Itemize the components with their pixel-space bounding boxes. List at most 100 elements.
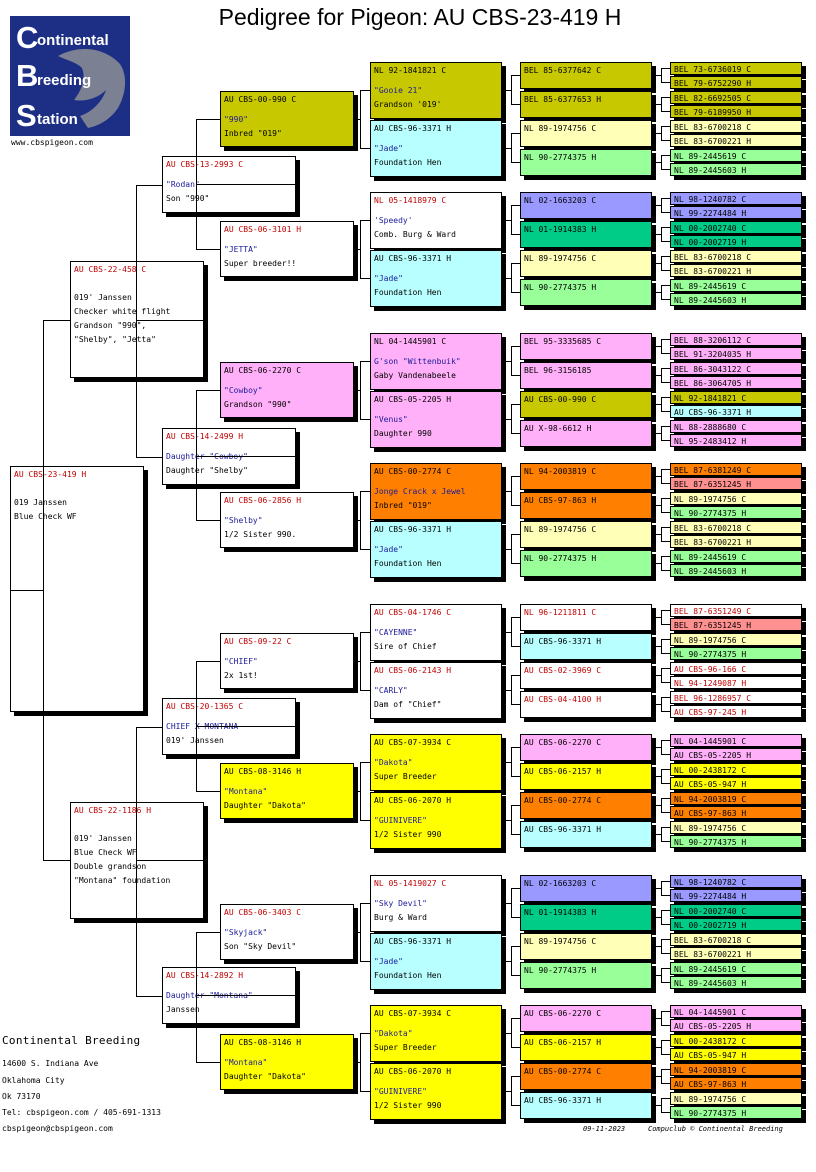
pigeon-card-gen5[interactable]: AU CBS-96-3371 H bbox=[520, 1092, 652, 1119]
pigeon-card-gen6[interactable]: AU CBS-05-2205 H bbox=[670, 748, 802, 761]
pigeon-card-gen6[interactable]: NL 04-1445901 C bbox=[670, 1005, 802, 1018]
pigeon-card-gen6[interactable]: NL 89-2445619 C bbox=[670, 149, 802, 162]
pigeon-card-gen3[interactable]: AU CBS-08-3146 H"Montana"Daughter "Dakot… bbox=[220, 1034, 354, 1090]
pigeon-card-gen6[interactable]: NL 00-2438172 C bbox=[670, 763, 802, 776]
pigeon-card-gen6[interactable]: NL 89-1974756 C bbox=[670, 492, 802, 505]
pigeon-card-gen6[interactable]: AU CBS-97-245 H bbox=[670, 705, 802, 718]
pigeon-card-gen6[interactable]: AU CBS-96-166 C bbox=[670, 662, 802, 675]
pigeon-card-gen6[interactable]: BEL 88-3206112 C bbox=[670, 333, 802, 346]
pigeon-card-gen6[interactable]: NL 98-1240782 C bbox=[670, 192, 802, 205]
pigeon-card-gen5[interactable]: BEL 85-6377653 H bbox=[520, 91, 652, 118]
pigeon-card-gen6[interactable]: BEL 83-6700218 C bbox=[670, 933, 802, 946]
pigeon-card-gen6[interactable]: AU CBS-97-863 H bbox=[670, 806, 802, 819]
pigeon-card-gen5[interactable]: NL 89-1974756 C bbox=[520, 521, 652, 548]
pigeon-card-gen5[interactable]: AU CBS-06-2157 H bbox=[520, 1034, 652, 1061]
pigeon-card-gen6[interactable]: NL 99-2274484 H bbox=[670, 889, 802, 902]
pigeon-card-gen5[interactable]: NL 90-2774375 H bbox=[520, 962, 652, 989]
pigeon-card-gen6[interactable]: NL 89-2445603 H bbox=[670, 976, 802, 989]
pigeon-card-gen6[interactable]: NL 89-2445603 H bbox=[670, 564, 802, 577]
website-link[interactable]: www.cbspigeon.com bbox=[11, 138, 93, 147]
pigeon-card-gen6[interactable]: BEL 83-6700221 H bbox=[670, 134, 802, 147]
pigeon-card-gen6[interactable]: NL 94-1249087 H bbox=[670, 676, 802, 689]
pigeon-card-gen5[interactable]: NL 94-2003819 C bbox=[520, 463, 652, 490]
pigeon-card-gen6[interactable]: NL 89-2445603 H bbox=[670, 293, 802, 306]
pigeon-card-gen6[interactable]: NL 89-1974756 C bbox=[670, 821, 802, 834]
pigeon-card-gen5[interactable]: NL 90-2774375 H bbox=[520, 149, 652, 176]
pigeon-card-gen6[interactable]: BEL 73-6736019 C bbox=[670, 62, 802, 75]
pigeon-card-gen6[interactable]: BEL 79-6752290 H bbox=[670, 76, 802, 89]
pigeon-card-gen5[interactable]: AU CBS-04-4100 H bbox=[520, 691, 652, 718]
pigeon-card-gen5[interactable]: AU CBS-97-863 H bbox=[520, 492, 652, 519]
pigeon-card-gen5[interactable]: NL 01-1914383 H bbox=[520, 904, 652, 931]
pigeon-card-gen5[interactable]: NL 96-1211811 C bbox=[520, 604, 652, 631]
pigeon-card-gen5[interactable]: AU CBS-06-2270 C bbox=[520, 734, 652, 761]
pigeon-card-gen4[interactable]: NL 92-1841821 C"Gooie 21"Grandson '019' bbox=[370, 62, 502, 119]
pigeon-card-gen6[interactable]: BEL 87-6351249 C bbox=[670, 604, 802, 617]
pigeon-card-gen3[interactable]: AU CBS-09-22 C"CHIEF"2x 1st! bbox=[220, 633, 354, 689]
pigeon-card-gen6[interactable]: NL 99-2274484 H bbox=[670, 206, 802, 219]
pigeon-card-gen6[interactable]: NL 04-1445901 C bbox=[670, 734, 802, 747]
pigeon-card-gen6[interactable]: NL 89-1974756 C bbox=[670, 633, 802, 646]
pigeon-card-gen6[interactable]: AU CBS-96-3371 H bbox=[670, 405, 802, 418]
pigeon-card-gen6[interactable]: AU CBS-05-947 H bbox=[670, 777, 802, 790]
pigeon-card-gen6[interactable]: AU CBS-97-863 H bbox=[670, 1077, 802, 1090]
pigeon-card-gen6[interactable]: NL 89-2445619 C bbox=[670, 550, 802, 563]
pigeon-card-gen3[interactable]: AU CBS-06-3101 H"JETTA"Super breeder!! bbox=[220, 221, 354, 277]
pigeon-card-gen6[interactable]: BEL 79-6189950 H bbox=[670, 105, 802, 118]
pigeon-card-gen5[interactable]: AU CBS-00-2774 C bbox=[520, 1063, 652, 1090]
pigeon-card-gen6[interactable]: NL 94-2003819 C bbox=[670, 792, 802, 805]
pigeon-card-gen6[interactable]: NL 89-1974756 C bbox=[670, 1092, 802, 1105]
pigeon-card-gen6[interactable]: AU CBS-05-947 H bbox=[670, 1048, 802, 1061]
pigeon-card-gen3[interactable]: AU CBS-06-2856 H"Shelby"1/2 Sister 990. bbox=[220, 492, 354, 548]
pigeon-card-gen4[interactable]: AU CBS-96-3371 H"Jade"Foundation Hen bbox=[370, 933, 502, 990]
pigeon-card-gen6[interactable]: BEL 96-1286957 C bbox=[670, 691, 802, 704]
pigeon-card-gen4[interactable]: AU CBS-06-2143 H"CARLY"Dam of "Chief" bbox=[370, 662, 502, 719]
pigeon-card-gen5[interactable]: BEL 96-3156185 bbox=[520, 362, 652, 389]
pigeon-card-gen4[interactable]: AU CBS-07-3934 C"Dakota"Super Breeder bbox=[370, 734, 502, 791]
pigeon-card-gen6[interactable]: BEL 91-3204035 H bbox=[670, 347, 802, 360]
pigeon-card-gen4[interactable]: AU CBS-96-3371 H"Jade"Foundation Hen bbox=[370, 521, 502, 578]
pigeon-card-gen5[interactable]: NL 89-1974756 C bbox=[520, 250, 652, 277]
pigeon-card-gen4[interactable]: AU CBS-06-2070 H"GUINIVERE"1/2 Sister 99… bbox=[370, 1063, 502, 1120]
pigeon-card-gen6[interactable]: BEL 86-3064705 H bbox=[670, 376, 802, 389]
pigeon-card-gen6[interactable]: NL 90-2774375 H bbox=[670, 647, 802, 660]
pigeon-card-gen6[interactable]: BEL 83-6700221 H bbox=[670, 264, 802, 277]
pigeon-card-gen6[interactable]: NL 00-2002740 C bbox=[670, 904, 802, 917]
pigeon-card-gen6[interactable]: NL 98-1240782 C bbox=[670, 875, 802, 888]
pigeon-card-gen6[interactable]: NL 92-1841821 C bbox=[670, 391, 802, 404]
pigeon-card-gen5[interactable]: NL 02-1663203 C bbox=[520, 192, 652, 219]
pigeon-card-gen5[interactable]: AU CBS-06-2157 H bbox=[520, 763, 652, 790]
pigeon-card-gen5[interactable]: NL 02-1663203 C bbox=[520, 875, 652, 902]
pigeon-card-gen6[interactable]: BEL 83-6700221 H bbox=[670, 947, 802, 960]
company-email[interactable]: cbspigeon@cbspigeon.com bbox=[2, 1124, 113, 1133]
pigeon-card-gen6[interactable]: AU CBS-05-2205 H bbox=[670, 1019, 802, 1032]
pigeon-card-gen3[interactable]: AU CBS-00-990 C"990"Inbred "019" bbox=[220, 91, 354, 147]
pigeon-card-gen6[interactable]: BEL 87-6381249 C bbox=[670, 463, 802, 476]
pigeon-card-gen6[interactable]: BEL 82-6692505 C bbox=[670, 91, 802, 104]
pigeon-card-gen6[interactable]: NL 90-2774375 H bbox=[670, 506, 802, 519]
pigeon-card-gen6[interactable]: NL 90-2774375 H bbox=[670, 1106, 802, 1119]
pigeon-card-gen6[interactable]: NL 89-2445619 C bbox=[670, 279, 802, 292]
pigeon-card-gen6[interactable]: NL 00-2002719 H bbox=[670, 235, 802, 248]
pigeon-card-gen5[interactable]: AU CBS-96-3371 H bbox=[520, 633, 652, 660]
pigeon-card-gen5[interactable]: NL 01-1914383 H bbox=[520, 221, 652, 248]
pigeon-card-gen6[interactable]: BEL 83-6700221 H bbox=[670, 535, 802, 548]
pigeon-card-gen4[interactable]: AU CBS-96-3371 H"Jade"Foundation Hen bbox=[370, 250, 502, 307]
pigeon-card-gen6[interactable]: NL 89-2445603 H bbox=[670, 163, 802, 176]
pigeon-card-gen4[interactable]: NL 05-1419027 C"Sky Devil"Burg & Ward bbox=[370, 875, 502, 932]
pigeon-card-gen6[interactable]: NL 88-2888680 C bbox=[670, 420, 802, 433]
pigeon-card-gen6[interactable]: BEL 83-6700218 C bbox=[670, 250, 802, 263]
pigeon-card-gen6[interactable]: BEL 83-6700218 C bbox=[670, 521, 802, 534]
pigeon-card-gen4[interactable]: AU CBS-05-2205 H"Venus"Daughter 990 bbox=[370, 391, 502, 448]
pigeon-card-gen5[interactable]: NL 90-2774375 H bbox=[520, 550, 652, 577]
pigeon-card-gen6[interactable]: BEL 87-6351245 H bbox=[670, 477, 802, 490]
pigeon-card-gen4[interactable]: AU CBS-06-2070 H"GUINIVERE"1/2 Sister 99… bbox=[370, 792, 502, 849]
pigeon-card-gen5[interactable]: NL 89-1974756 C bbox=[520, 120, 652, 147]
pigeon-card-gen6[interactable]: NL 95-2483412 H bbox=[670, 434, 802, 447]
pigeon-card-gen4[interactable]: AU CBS-96-3371 H"Jade"Foundation Hen bbox=[370, 120, 502, 177]
pigeon-card-gen5[interactable]: AU CBS-00-2774 C bbox=[520, 792, 652, 819]
